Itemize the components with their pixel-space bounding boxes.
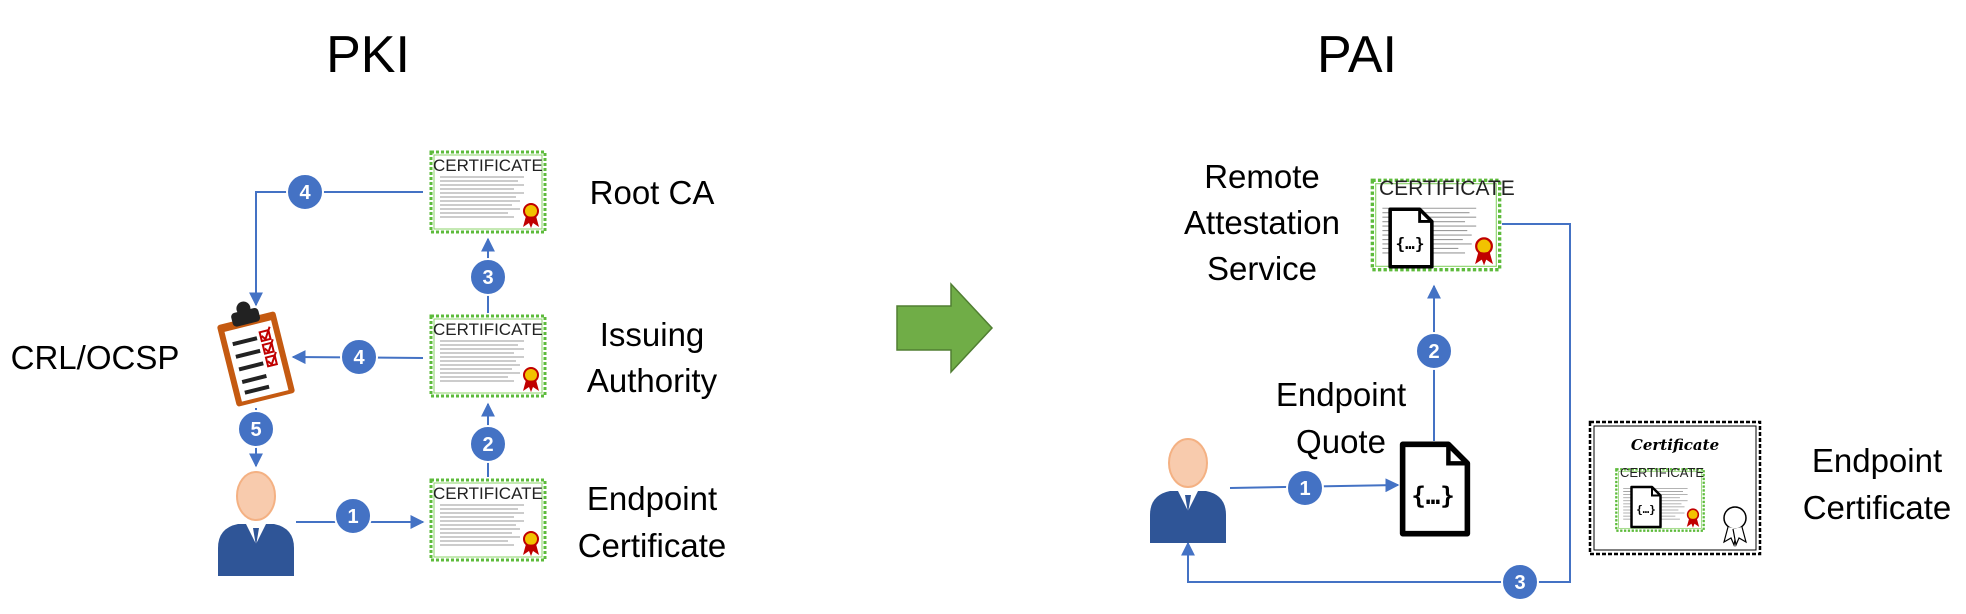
svg-text:4: 4 (299, 182, 311, 204)
pki-step-badge-1: 1 (334, 497, 372, 535)
pki-endpoint-certificate: CERTIFICATE (429, 478, 547, 562)
pai-user-person-icon (1149, 438, 1227, 543)
pai-endpoint-certificate: Certificate CERTIFICATE {…} (1588, 420, 1762, 556)
connector-ras-to-user (1181, 223, 1571, 583)
svg-text:1: 1 (1299, 478, 1310, 500)
label-quote-line1: Endpoint (1276, 376, 1406, 413)
svg-text:2: 2 (482, 434, 493, 456)
pai-ras-certificate: CERTIFICATE {…} (1372, 177, 1515, 270)
pki-user-person-icon (217, 471, 295, 576)
pki-title: PKI (326, 26, 410, 84)
certificate-word: CERTIFICATE (1620, 465, 1704, 480)
certificate-word: CERTIFICATE (433, 320, 543, 339)
label-ras-line1: Remote (1204, 158, 1320, 195)
clipboard-checklist-icon (217, 301, 295, 407)
label-issuing-line2: Authority (587, 362, 718, 399)
pki-step-badge-2: 2 (469, 425, 507, 463)
pki-issuing-certificate: CERTIFICATE (429, 314, 547, 398)
svg-text:5: 5 (250, 419, 261, 441)
svg-text:3: 3 (1514, 572, 1525, 594)
connector-root-to-crl (249, 191, 423, 307)
certificate-script-word: Certificate (1631, 436, 1719, 454)
pki-root-ca-certificate: CERTIFICATE (429, 150, 547, 234)
json-glyph: {…} (1396, 234, 1425, 253)
pai-title: PAI (1317, 26, 1397, 84)
certificate-word: CERTIFICATE (1379, 177, 1515, 200)
label-quote-line2: Quote (1296, 423, 1386, 460)
certificate-word: CERTIFICATE (433, 484, 543, 503)
label-ras-line3: Service (1207, 250, 1317, 287)
label-crl-ocsp: CRL/OCSP (11, 339, 180, 376)
svg-text:4: 4 (353, 347, 365, 369)
transition-arrow-icon (896, 282, 994, 374)
pai-step-badge-2: 2 (1415, 332, 1453, 370)
label-pki-endpoint-line1: Endpoint (587, 480, 717, 517)
svg-text:2: 2 (1428, 341, 1439, 363)
svg-text:3: 3 (482, 267, 493, 289)
pai-endpoint-quote: {…} (1403, 444, 1468, 533)
label-issuing-line1: Issuing (600, 316, 705, 353)
certificate-word: CERTIFICATE (433, 156, 543, 175)
json-glyph: {…} (1411, 482, 1454, 510)
pki-step-badge-5: 5 (237, 410, 275, 448)
svg-text:1: 1 (347, 506, 358, 528)
pai-step-badge-3: 3 (1501, 563, 1539, 601)
pki-step-badge-4-issuing: 4 (340, 338, 378, 376)
json-glyph: {…} (1636, 503, 1656, 516)
label-pai-endpoint-line1: Endpoint (1812, 442, 1942, 479)
pki-step-badge-3: 3 (469, 258, 507, 296)
label-pki-endpoint-line2: Certificate (578, 527, 727, 564)
award-ribbon-icon (1723, 506, 1747, 548)
label-root-ca: Root CA (590, 174, 715, 211)
label-pai-endpoint-line2: Certificate (1803, 489, 1952, 526)
label-ras-line2: Attestation (1184, 204, 1340, 241)
pki-step-badge-4-root: 4 (286, 173, 324, 211)
pai-step-badge-1: 1 (1286, 469, 1324, 507)
